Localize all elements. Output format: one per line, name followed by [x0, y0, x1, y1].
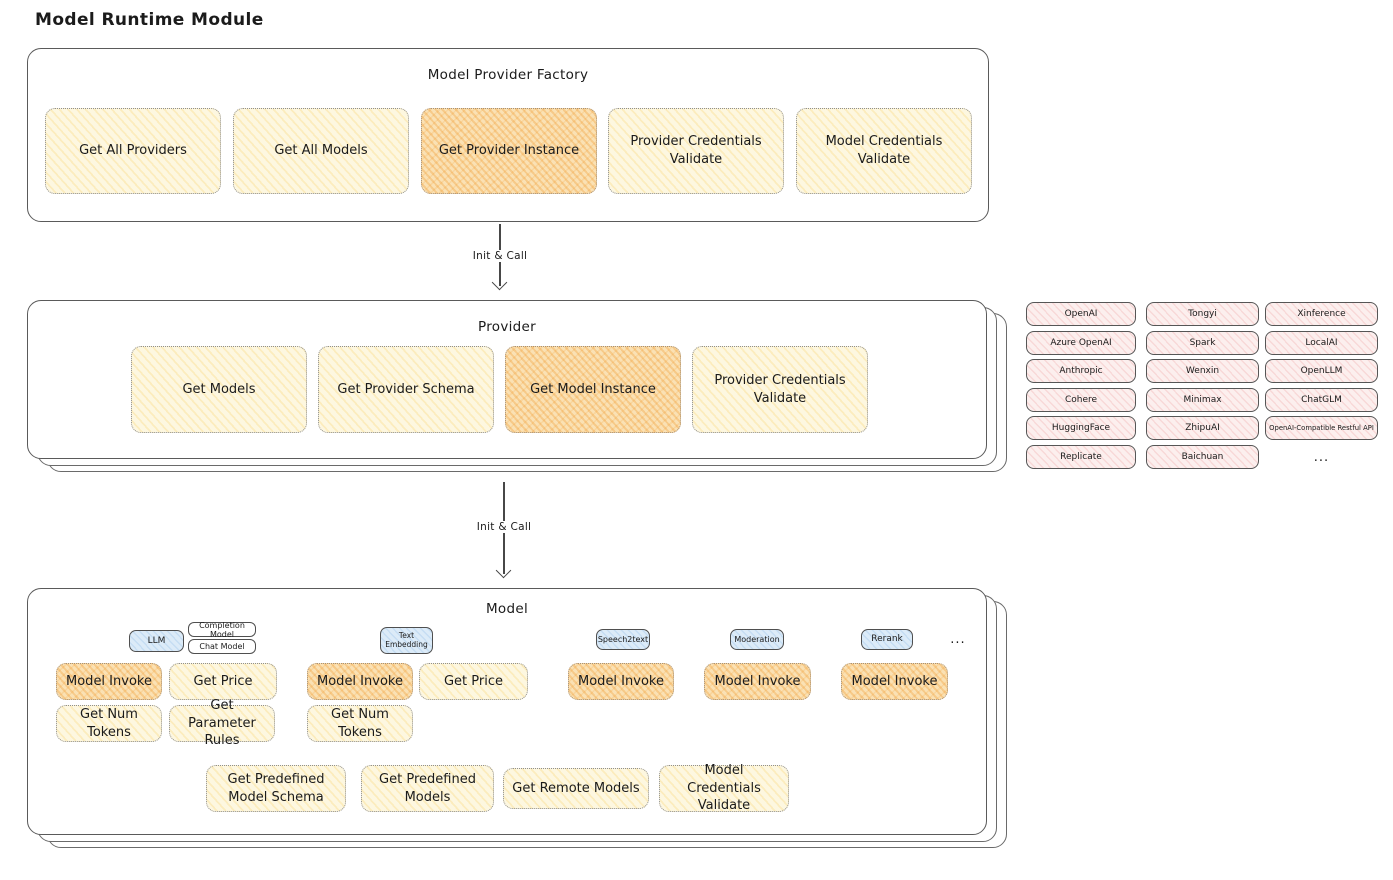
- provider-pill-azure-openai: Azure OpenAI: [1026, 331, 1136, 355]
- factory-btn-provider-credentials-validate: Provider Credentials Validate: [608, 108, 784, 194]
- provider-pill-openai: OpenAI: [1026, 302, 1136, 326]
- factory-box: Model Provider Factory Get All Providers…: [27, 48, 989, 222]
- model-tags-ellipsis: ...: [950, 632, 966, 647]
- factory-btn-get-all-models: Get All Models: [233, 108, 409, 194]
- provider-pill-cohere: Cohere: [1026, 388, 1136, 412]
- provider-pill-openllm: OpenLLM: [1265, 359, 1378, 383]
- provider-list-ellipsis: ...: [1313, 449, 1330, 465]
- tag-llm: LLM: [129, 630, 184, 652]
- provider-title: Provider: [478, 319, 536, 335]
- provider-btn-get-provider-schema: Get Provider Schema: [318, 346, 494, 433]
- model-box: Model LLM Completion Model Chat Model Te…: [27, 588, 987, 835]
- llm-get-price-button: Get Price: [169, 663, 277, 700]
- provider-pill-zhipuai: ZhipuAI: [1146, 416, 1259, 440]
- factory-btn-model-credentials-validate: Model Credentials Validate: [796, 108, 972, 194]
- provider-btn-provider-credentials-validate: Provider Credentials Validate: [692, 346, 868, 433]
- model-title: Model: [485, 601, 529, 617]
- arrowhead-factory-to-provider: [491, 274, 508, 291]
- provider-pill-spark: Spark: [1146, 331, 1259, 355]
- moderation-model-invoke-button: Model Invoke: [704, 663, 811, 700]
- tag-completion-model: Completion Model: [188, 621, 256, 639]
- provider-pill-huggingface: HuggingFace: [1026, 416, 1136, 440]
- provider-pill-chatglm: ChatGLM: [1265, 388, 1378, 412]
- llm-model-invoke-button: Model Invoke: [56, 663, 162, 700]
- provider-pill-openai-compatible-restful-api: OpenAI-Compatible Restful API: [1265, 416, 1378, 440]
- provider-box: Provider Get Models Get Provider Schema …: [27, 300, 987, 459]
- page-title: Model Runtime Module: [35, 10, 264, 30]
- arrow2-label: Init & Call: [471, 521, 537, 533]
- provider-pill-baichuan: Baichuan: [1146, 445, 1259, 469]
- provider-pill-tongyi: Tongyi: [1146, 302, 1259, 326]
- factory-btn-get-provider-instance: Get Provider Instance: [421, 108, 597, 194]
- provider-pill-anthropic: Anthropic: [1026, 359, 1136, 383]
- tag-chat-model: Chat Model: [188, 639, 256, 654]
- llm-get-num-tokens-button: Get Num Tokens: [56, 705, 162, 742]
- tag-speech2text: Speech2text: [596, 629, 650, 650]
- model-credentials-validate-button: Model Credentials Validate: [659, 763, 789, 813]
- factory-btn-get-all-providers: Get All Providers: [45, 108, 221, 194]
- provider-btn-get-model-instance: Get Model Instance: [505, 346, 681, 433]
- text-embedding-get-num-tokens-button: Get Num Tokens: [307, 705, 413, 742]
- factory-title: Model Provider Factory: [427, 67, 589, 83]
- arrow1-label: Init & Call: [467, 250, 533, 262]
- provider-pill-replicate: Replicate: [1026, 445, 1136, 469]
- provider-pill-wenxin: Wenxin: [1146, 359, 1259, 383]
- provider-pill-localai: LocalAI: [1265, 331, 1378, 355]
- arrowhead-provider-to-model: [495, 562, 512, 579]
- get-predefined-model-schema-button: Get Predefined Model Schema: [206, 765, 346, 812]
- get-remote-models-button: Get Remote Models: [503, 768, 649, 809]
- text-embedding-model-invoke-button: Model Invoke: [307, 663, 413, 700]
- provider-pill-xinference: Xinference: [1265, 302, 1378, 326]
- get-predefined-models-button: Get Predefined Models: [361, 765, 494, 812]
- tag-moderation: Moderation: [730, 629, 784, 650]
- tag-text-embedding: Text Embedding: [380, 627, 433, 654]
- provider-pill-minimax: Minimax: [1146, 388, 1259, 412]
- text-embedding-get-price-button: Get Price: [419, 663, 528, 700]
- rerank-model-invoke-button: Model Invoke: [841, 663, 948, 700]
- speech2text-model-invoke-button: Model Invoke: [568, 663, 674, 700]
- llm-get-parameter-rules-button: Get Parameter Rules: [169, 698, 275, 748]
- provider-btn-get-models: Get Models: [131, 346, 307, 433]
- tag-rerank: Rerank: [861, 629, 913, 650]
